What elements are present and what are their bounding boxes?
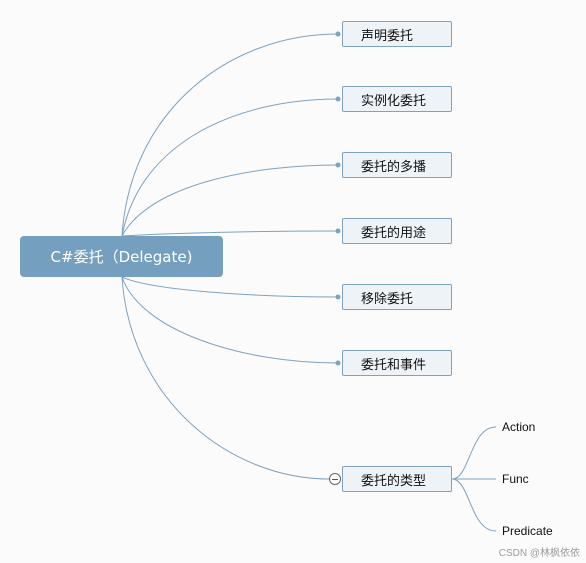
connector-branch-4 xyxy=(121,230,339,237)
sub-topic-action[interactable]: Action xyxy=(502,420,536,434)
branch-topic-instantiate[interactable]: 实例化委托 xyxy=(342,86,452,112)
sub-topic-func[interactable]: Func xyxy=(502,472,529,486)
branch-topic-declare[interactable]: 声明委托 xyxy=(342,21,452,47)
connector-branch-6 xyxy=(121,276,339,364)
sub-topic-predicate[interactable]: Predicate xyxy=(502,524,553,538)
connector-branch-5 xyxy=(121,276,339,298)
branch-topic-types[interactable]: 委托的类型 xyxy=(342,466,452,492)
branch-topic-label: 委托的用途 xyxy=(361,225,427,241)
connector-dot-3 xyxy=(335,162,341,168)
connector-dot-1 xyxy=(335,31,341,37)
connector-branch-3 xyxy=(121,164,339,237)
branch-topic-label: 委托和事件 xyxy=(361,357,427,373)
connector-dot-5 xyxy=(335,294,341,300)
watermark: CSDN @林枫依依 xyxy=(498,548,580,559)
connector-dot-6 xyxy=(335,360,341,366)
connector-sub-1 xyxy=(451,426,497,480)
connector-dot-4 xyxy=(335,228,341,234)
root-topic-label: C#委托（Delegate) xyxy=(50,248,193,266)
connector-branch-7 xyxy=(121,276,330,480)
connector-branch-1 xyxy=(121,33,339,237)
branch-topic-label: 移除委托 xyxy=(361,291,414,307)
branch-topic-uses[interactable]: 委托的用途 xyxy=(342,218,452,244)
minus-circle-icon[interactable] xyxy=(329,473,341,485)
connector-dot-2 xyxy=(335,96,341,102)
connector-sub-3 xyxy=(451,478,497,532)
connector-branch-2 xyxy=(121,98,339,237)
root-topic[interactable]: C#委托（Delegate) xyxy=(20,236,223,277)
branch-topic-events[interactable]: 委托和事件 xyxy=(342,350,452,376)
branch-topic-label: 委托的类型 xyxy=(361,473,427,489)
branch-topic-remove[interactable]: 移除委托 xyxy=(342,284,452,310)
branch-topic-label: 实例化委托 xyxy=(361,93,427,109)
branch-topic-label: 声明委托 xyxy=(361,28,414,44)
branch-topic-multicast[interactable]: 委托的多播 xyxy=(342,152,452,178)
branch-topic-label: 委托的多播 xyxy=(361,159,427,175)
